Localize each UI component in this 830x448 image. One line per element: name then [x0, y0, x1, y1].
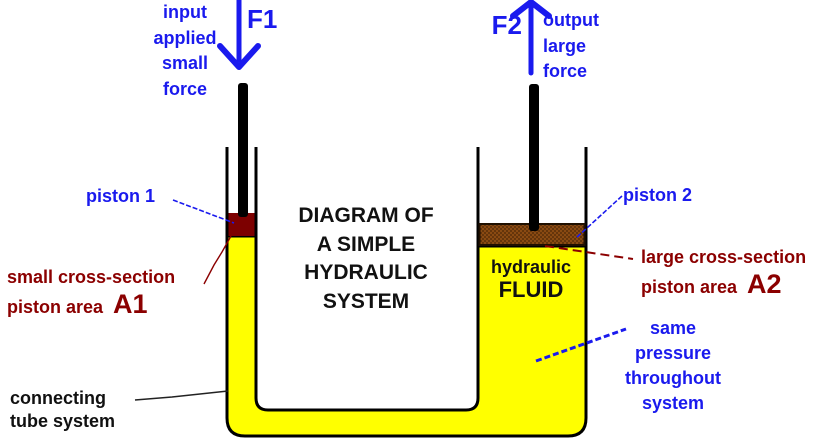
same-pressure-line: same [649, 318, 697, 338]
f1-force-label: F1 [247, 4, 278, 34]
input-force-line: small [161, 53, 209, 73]
diagram-title: DIAGRAM OF A SIMPLE HYDRAULIC SYSTEM [280, 202, 452, 316]
same-pressure-line: system [641, 393, 705, 413]
same-pressure-label: same pressure throughout system [612, 316, 734, 416]
large-cross-line1: large cross-section [641, 247, 807, 267]
connecting-line: connecting [10, 388, 107, 408]
fluid-line2: FLUID [498, 277, 564, 302]
small-cross-leader-line [203, 235, 232, 285]
area-a2-symbol: A2 [747, 269, 782, 299]
small-cross-section-label: small cross-section piston area A1 [7, 264, 175, 321]
f2-force-label: F2 [491, 10, 522, 40]
area-a1-symbol: A1 [113, 289, 148, 319]
output-force-label: output large force [543, 8, 599, 85]
same-pressure-line: throughout [625, 368, 721, 388]
fluid-line1: hydraulic [490, 257, 572, 277]
output-force-line: output [543, 10, 599, 30]
title-line: DIAGRAM OF [298, 204, 434, 227]
piston-1 [228, 213, 255, 236]
small-cross-line1: small cross-section [7, 267, 176, 287]
piston-rod-1 [238, 83, 248, 217]
connecting-line: tube system [10, 411, 116, 431]
input-force-label: input applied small force [138, 0, 232, 102]
hydraulic-fluid-label: hydraulic FLUID [481, 256, 581, 302]
title-line: HYDRAULIC [304, 261, 428, 284]
small-cross-line2: piston area [7, 297, 104, 317]
output-force-line: large [543, 35, 587, 56]
large-cross-leader-line [544, 245, 634, 260]
connecting-tube-label: connecting tube system [10, 387, 115, 433]
f2-arrow-up-icon [510, 0, 552, 76]
large-cross-section-label: large cross-section piston area A2 [641, 244, 806, 301]
piston1-label: piston 1 [86, 186, 156, 206]
connecting-leader-line [134, 390, 229, 401]
same-pressure-leader-line [535, 327, 627, 363]
f1-arrow-down-icon [217, 0, 261, 70]
same-pressure-line: pressure [634, 343, 712, 363]
piston2-leader-line [575, 195, 623, 239]
piston-rod-2 [529, 84, 539, 231]
input-force-line: input [163, 2, 207, 22]
piston2-label: piston 2 [623, 185, 693, 205]
title-line: SYSTEM [322, 289, 410, 313]
input-force-line: force [162, 78, 207, 99]
input-force-line: applied [153, 27, 217, 48]
large-cross-line2: piston area [641, 277, 738, 297]
piston1-leader-line [172, 199, 235, 224]
output-force-line: force [543, 61, 588, 81]
title-line: A SIMPLE [316, 232, 416, 256]
